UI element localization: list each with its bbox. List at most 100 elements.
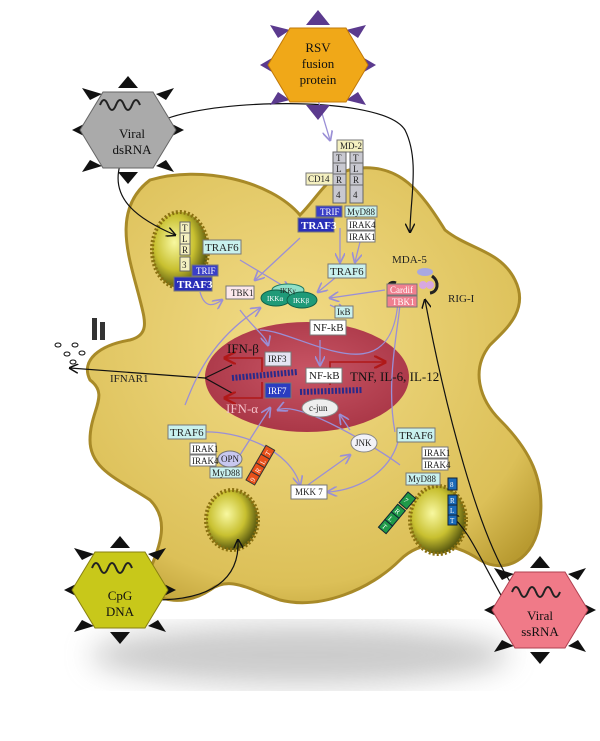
rigi-icon	[417, 268, 439, 295]
traf6-box-right	[396, 427, 436, 443]
myd88-box-left	[209, 466, 243, 479]
arrow-dsrna-to-mda5	[149, 103, 413, 232]
svg-text:IκB: IκB	[337, 307, 351, 317]
mkk7-box	[290, 484, 328, 500]
traf3-box-tlr4	[297, 217, 335, 233]
irak4-box-right	[421, 458, 449, 471]
traf6-box-tlr3	[202, 239, 242, 255]
arrow-dsrna-to-tlr3	[117, 164, 175, 235]
rsv-fusion-protein: RSV fusion protein	[260, 10, 376, 120]
svg-text:TRIF: TRIF	[196, 266, 216, 276]
svg-text:8: 8	[450, 481, 454, 489]
svg-text:MD-2: MD-2	[340, 141, 362, 151]
svg-text:TBK1: TBK1	[392, 297, 415, 307]
cjun-node	[301, 398, 339, 418]
traf6-box-left	[167, 424, 207, 440]
viral-dsrna: Viral dsRNA	[72, 76, 184, 184]
trif-box-tlr4	[315, 205, 343, 218]
svg-text:IKKα: IKKα	[267, 295, 283, 303]
svg-text:IRF3: IRF3	[268, 354, 287, 364]
svg-text:IRAK4: IRAK4	[349, 220, 376, 230]
svg-text:ssRNA: ssRNA	[521, 624, 559, 639]
svg-text:IFNAR1: IFNAR1	[110, 373, 149, 385]
svg-text:L: L	[450, 507, 454, 515]
viral-ssrna: Viral ssRNA	[484, 556, 596, 664]
trif-box-tlr3	[191, 264, 219, 277]
nfkb-box-cytoplasm	[309, 319, 347, 336]
svg-text:9: 9	[249, 476, 258, 483]
svg-text:IRAK1: IRAK1	[192, 444, 219, 454]
svg-text:protein: protein	[300, 72, 337, 87]
irf7-box	[264, 382, 292, 399]
arrow-ifn-to-ifnar1	[70, 368, 206, 379]
svg-text:IRAK1: IRAK1	[424, 448, 451, 458]
tbk1-box-rigi	[386, 295, 418, 308]
cpg-dna: CpG DNA	[64, 536, 176, 644]
svg-text:R: R	[450, 497, 455, 505]
svg-text:IRAK1: IRAK1	[349, 232, 376, 242]
svg-text:R: R	[254, 466, 263, 474]
svg-text:NF-kB: NF-kB	[313, 322, 344, 334]
tlr8-receptor	[447, 477, 458, 526]
svg-text:DNA: DNA	[106, 604, 135, 619]
arrow-cpg-to-tlr9	[154, 540, 238, 601]
irak1-box-right	[421, 446, 449, 459]
svg-text:dsRNA: dsRNA	[112, 142, 152, 157]
jnk-node	[350, 433, 378, 453]
ifnar1-receptor	[54, 318, 105, 365]
svg-text:3: 3	[182, 260, 187, 270]
cardif-box	[386, 283, 418, 296]
myd88-box-tlr4	[344, 205, 378, 218]
svg-text:TRAF6: TRAF6	[170, 427, 204, 439]
svg-text:MKK 7: MKK 7	[295, 487, 323, 497]
svg-text:TRIF: TRIF	[320, 207, 340, 217]
endosome-tlr9	[204, 488, 260, 552]
ikk-complex: IKKγ IKKα IKKβ	[260, 283, 318, 309]
dna-squiggle-icon	[91, 562, 133, 574]
svg-text:IKKβ: IKKβ	[293, 297, 309, 305]
svg-text:TRAF3: TRAF3	[177, 279, 213, 291]
tlr4-complex: MD-2 T L R 4 T L R 4 CD14	[305, 139, 364, 204]
traf6-box-center	[327, 263, 367, 279]
svg-text:T: T	[380, 522, 389, 531]
svg-text:RIG-I: RIG-I	[448, 293, 475, 305]
svg-text:MyD88: MyD88	[347, 207, 376, 217]
svg-text:NF-kB: NF-kB	[309, 370, 340, 382]
tlr9-receptor: 9 R L T	[245, 444, 276, 486]
svg-text:IRF7: IRF7	[268, 386, 287, 396]
arrow-ifnb-out	[225, 358, 263, 372]
traf3-box-tlr3	[173, 276, 213, 292]
mda5-label: MDA-5	[392, 254, 427, 266]
rna-squiggle-icon	[511, 586, 561, 598]
svg-text:TRAF6: TRAF6	[205, 242, 239, 254]
svg-text:Viral: Viral	[119, 126, 145, 141]
svg-text:IKKγ: IKKγ	[280, 287, 296, 295]
svg-text:c-jun: c-jun	[309, 403, 328, 413]
svg-text:MyD88: MyD88	[212, 468, 241, 478]
svg-text:T: T	[182, 223, 188, 233]
svg-text:L: L	[259, 458, 268, 466]
svg-text:L: L	[353, 164, 359, 174]
svg-text:T: T	[353, 153, 359, 163]
tlr3-receptor	[179, 221, 191, 272]
svg-text:4: 4	[353, 190, 358, 200]
svg-text:L: L	[386, 515, 394, 524]
svg-text:R: R	[336, 175, 342, 185]
svg-text:4: 4	[336, 190, 341, 200]
irf3-box	[264, 351, 292, 367]
ikb-box	[334, 305, 354, 319]
arrow-ssrna-to-rigi	[425, 300, 526, 601]
irak4-box-tlr4	[346, 218, 376, 231]
svg-text:L: L	[336, 164, 342, 174]
svg-text:TRAF6: TRAF6	[399, 430, 433, 442]
tbk1-box	[225, 285, 255, 300]
nfkb-box-nucleus	[305, 367, 343, 384]
svg-text:T: T	[264, 449, 273, 457]
myd88-box-right	[405, 472, 441, 486]
svg-text:TBK1: TBK1	[231, 288, 254, 298]
svg-text:JNK: JNK	[355, 438, 372, 448]
svg-text:IRAK4: IRAK4	[424, 460, 451, 470]
svg-text:CD14: CD14	[308, 174, 330, 184]
